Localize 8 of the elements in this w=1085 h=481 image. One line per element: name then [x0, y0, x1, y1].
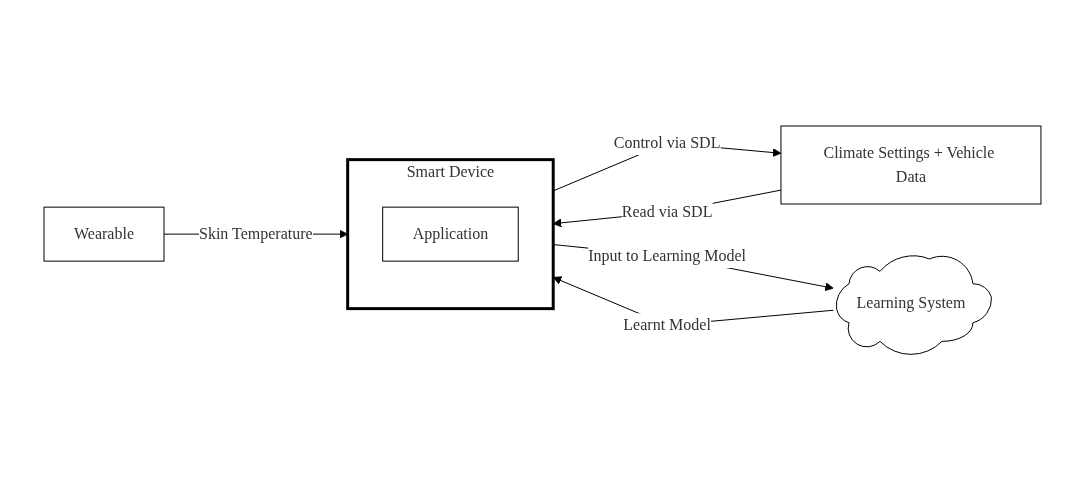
- edge-label: Skin Temperature: [199, 225, 313, 243]
- node-box: Wearable: [43, 206, 165, 262]
- edge-label: Control via SDL: [613, 134, 721, 152]
- edge-label: Learnt Model: [623, 316, 711, 334]
- node-box: Application: [382, 206, 519, 262]
- edge-label: Input to Learning Model: [588, 247, 746, 265]
- edge-label: Read via SDL: [621, 203, 713, 221]
- node-box: Climate Settings + Vehicle Data: [780, 125, 1042, 205]
